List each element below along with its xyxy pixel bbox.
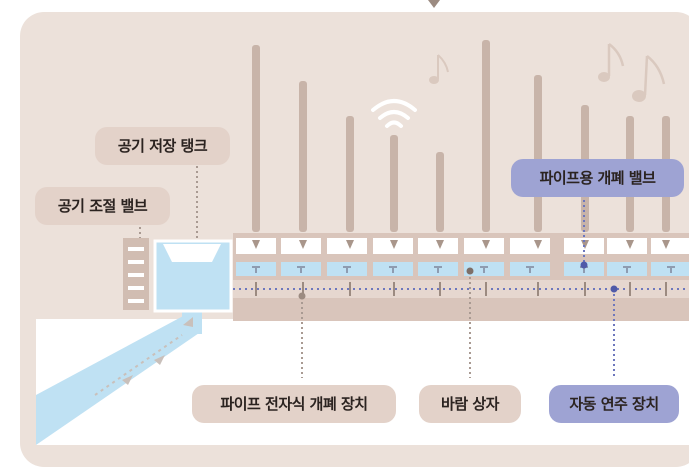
valve-stem: [483, 266, 485, 273]
wind-box-cell: [418, 238, 458, 254]
organ-pipe: [252, 45, 260, 232]
pipe-valve-rod: [485, 282, 487, 296]
organ-pipe: [482, 40, 490, 232]
pointer-dot-pipe-valve: [580, 261, 588, 269]
pipe-foot: [662, 240, 670, 249]
organ-pipes: [252, 40, 670, 296]
wind-box-cell: [510, 238, 550, 254]
flow-arrow-2: [154, 355, 165, 365]
pipe-valve-rod: [255, 282, 257, 296]
pipe-valve-rod: [665, 282, 667, 296]
top-pointer: [428, 0, 440, 8]
double-music-note-icon: [598, 42, 666, 102]
organ-pipe: [534, 75, 542, 232]
pipe-valve-rod: [629, 282, 631, 296]
leader-lines-blue: [583, 200, 615, 378]
valve-stem: [300, 266, 302, 273]
pipe-valve-rod: [349, 282, 351, 296]
pointer-dot-auto-play: [610, 285, 618, 293]
valve-stem: [670, 266, 672, 273]
label-wind-box: 바람 상자: [419, 385, 521, 423]
air-valve-rungs: [128, 247, 144, 303]
air-tank-lid: [163, 244, 221, 262]
organ-pipe: [390, 135, 398, 232]
wind-box-cell: [327, 238, 367, 254]
wifi-icon: [371, 99, 417, 128]
pipe-foot: [626, 240, 634, 249]
flow-arrow-3: [183, 317, 193, 327]
pipe-foot: [252, 240, 260, 249]
pipe-valve-rod: [584, 282, 586, 296]
pipe-foot: [482, 240, 490, 249]
label-air-valve: 공기 조절 밸브: [35, 187, 170, 225]
valve-stem: [255, 266, 257, 273]
pipe-foot: [390, 240, 398, 249]
label-electro-device: 파이프 전자식 개폐 장치: [192, 385, 396, 423]
pointer-dot-electro: [298, 292, 306, 300]
valve-stem: [583, 266, 585, 273]
valve-stem: [392, 266, 394, 273]
valve-stem: [346, 266, 348, 273]
air-duct: [36, 315, 202, 445]
pipe-valve-rod: [393, 282, 395, 296]
flow-arrow-1: [122, 375, 133, 385]
organ-pipe: [436, 152, 444, 232]
organ-pipe: [346, 116, 354, 232]
label-air-tank: 공기 저장 탱크: [95, 127, 230, 165]
pipe-valve-rod: [439, 282, 441, 296]
pipe-valve-rod: [302, 282, 304, 296]
valve-stem: [626, 266, 628, 273]
pipe-foot: [581, 240, 589, 249]
pipe-foot: [346, 240, 354, 249]
floor-area: [36, 319, 689, 445]
pointer-dot-windbox: [466, 267, 474, 275]
wind-box-cell: [651, 238, 689, 254]
pipe-valve-rod: [537, 282, 539, 296]
pipe-foot: [534, 240, 542, 249]
valve-stem: [437, 266, 439, 273]
wind-box-cell: [464, 238, 504, 254]
label-auto-play: 자동 연주 장치: [549, 385, 679, 423]
leader-lines: [139, 166, 471, 378]
organ-pipe: [299, 81, 307, 232]
pipe-foot: [299, 240, 307, 249]
wind-box-cell: [607, 238, 647, 254]
valve-stem: [529, 266, 531, 273]
music-note-icon: [429, 54, 449, 84]
wind-box-cell: [281, 238, 321, 254]
label-pipe-valve: 파이프용 개폐 밸브: [511, 159, 684, 197]
pipe-foot: [436, 240, 444, 249]
